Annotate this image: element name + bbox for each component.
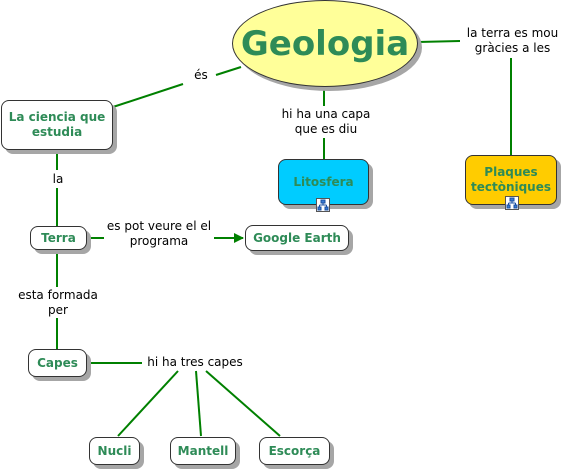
node-nucli[interactable]: Nucli [89, 437, 140, 465]
line-es-ciencia [112, 83, 184, 108]
node-capes[interactable]: Capes [28, 349, 87, 377]
node-ciencia[interactable]: La ciencia que estudia [1, 100, 113, 150]
concept-map-icon[interactable] [505, 196, 519, 210]
line-tres-mantell [195, 370, 202, 437]
link-label-capa: hi ha una capa que es diu [272, 107, 380, 137]
node-litosfera[interactable]: Litosfera [278, 159, 369, 205]
title-node-geologia[interactable]: Geologia [232, 0, 418, 87]
concept-map-icon[interactable] [316, 198, 330, 212]
link-label-formada: esta formada per [10, 288, 106, 318]
node-capes-label: Capes [37, 355, 78, 370]
node-litosfera-label: Litosfera [293, 174, 354, 189]
node-terra-label: Terra [41, 230, 76, 245]
line-tres-escorca [205, 370, 281, 437]
link-label-mou: la terra es mou gràcies a les [460, 26, 565, 56]
link-label-es: és [189, 68, 213, 83]
line-tres-nucli [117, 370, 179, 437]
node-plaques-label: Plaques tectòniques [470, 165, 552, 194]
node-escorca[interactable]: Escorça [259, 437, 330, 465]
node-google-earth[interactable]: Google Earth [245, 225, 349, 251]
link-label-programa: es pot veure el el programa [104, 219, 214, 249]
line-geologia-es [215, 66, 242, 76]
node-google-earth-label: Google Earth [253, 230, 341, 245]
line-geologia-mou [417, 40, 461, 43]
node-terra[interactable]: Terra [30, 226, 87, 250]
node-nucli-label: Nucli [97, 443, 132, 458]
node-mantell[interactable]: Mantell [170, 437, 236, 465]
node-escorca-label: Escorça [268, 443, 321, 458]
link-label-la: la [46, 172, 70, 187]
node-ciencia-label: La ciencia que estudia [8, 110, 106, 139]
node-mantell-label: Mantell [177, 443, 229, 458]
link-label-tres-capes: hi ha tres capes [142, 355, 248, 370]
